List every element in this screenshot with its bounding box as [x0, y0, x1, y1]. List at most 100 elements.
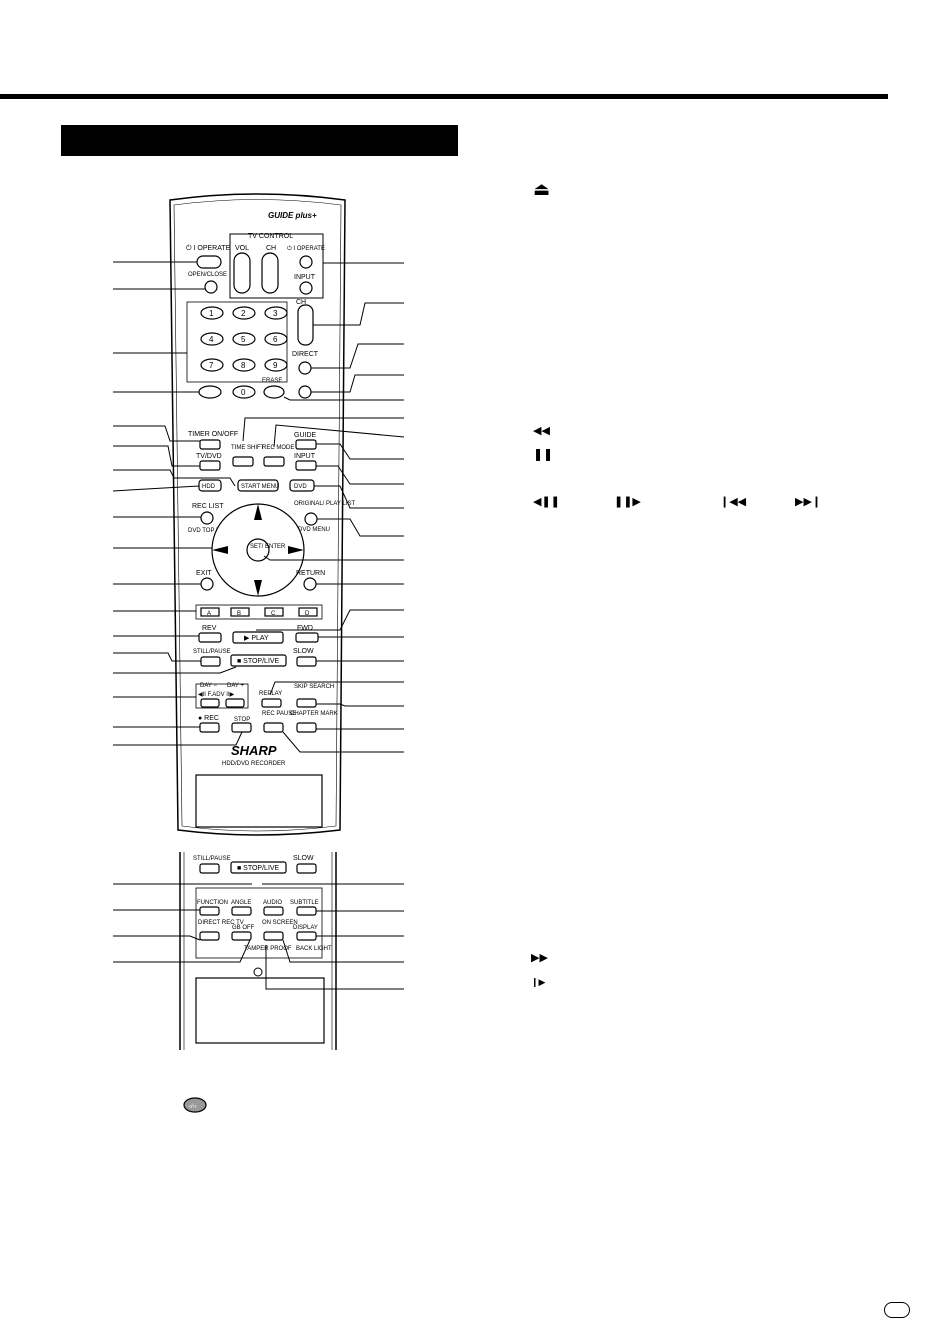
direct-rec-tv-button[interactable] — [199, 931, 220, 941]
svg-text:3: 3 — [273, 309, 278, 318]
original-play-list-button[interactable] — [304, 512, 318, 526]
svg-text:■ STOP/LIVE: ■ STOP/LIVE — [237, 865, 280, 872]
on-screen-label: ON SCREEN — [262, 920, 298, 926]
erase-button[interactable] — [263, 385, 285, 399]
function-label: FUNCTION — [197, 900, 228, 906]
digit-4-button[interactable] — [200, 332, 224, 346]
digit-5-button[interactable] — [232, 332, 256, 346]
toggle-button-illustration: ‹/›› — [183, 1097, 207, 1113]
original-play-list-label: ORIGINAL/ PLAY LIST — [294, 501, 355, 507]
digit-3-button[interactable] — [264, 306, 288, 320]
vol-label: VOL — [235, 245, 249, 252]
on-screen-button[interactable] — [263, 931, 284, 941]
audio-button[interactable] — [263, 906, 284, 916]
rec-stop-label: STOP — [234, 717, 250, 723]
skip-back-button[interactable] — [200, 698, 220, 708]
tv-operate-button[interactable] — [299, 255, 313, 269]
skip-search-label: SKIP SEARCH — [294, 684, 334, 690]
rec-stop-button[interactable] — [231, 722, 252, 733]
svg-text:9: 9 — [273, 361, 278, 370]
cursor-right-icon[interactable] — [288, 546, 304, 554]
angle-button[interactable] — [231, 906, 252, 916]
key-a-button[interactable] — [200, 607, 220, 617]
replay-button[interactable] — [261, 698, 282, 708]
return-button[interactable] — [303, 577, 317, 591]
digit-toggle-button[interactable] — [198, 385, 222, 399]
start-menu-button[interactable] — [237, 479, 279, 492]
cursor-up-icon[interactable] — [254, 504, 262, 520]
operate-button[interactable] — [196, 255, 222, 269]
skip-search-button[interactable] — [296, 698, 317, 708]
function-button[interactable] — [199, 906, 220, 916]
stop-live-button[interactable] — [230, 654, 287, 667]
hdd-button[interactable] — [198, 479, 222, 492]
gb-off-label: GB OFF — [232, 925, 255, 931]
cursor-down-icon[interactable] — [254, 580, 262, 596]
rec-list-button[interactable] — [200, 511, 214, 525]
key-d-button[interactable] — [298, 607, 318, 617]
exit-label: EXIT — [196, 570, 212, 577]
slow-label: SLOW — [293, 648, 314, 655]
svg-text:2: 2 — [241, 309, 246, 318]
inner-slow-button[interactable] — [296, 863, 317, 874]
rec-mode-label: REC MODE — [262, 445, 294, 451]
svg-text:B: B — [237, 611, 241, 617]
eject-icon: ⏏ — [533, 179, 551, 199]
slow-icon: ❙▶ — [531, 977, 546, 987]
cursor-left-icon[interactable] — [212, 546, 228, 554]
timer-on-off-button[interactable] — [199, 439, 221, 450]
gb-off-button[interactable] — [231, 931, 252, 941]
set-enter-button[interactable] — [246, 538, 270, 562]
language-badge — [884, 1302, 910, 1318]
time-shift-button[interactable] — [232, 456, 254, 467]
tv-ch-rocker[interactable] — [261, 252, 279, 294]
svg-text:▶ PLAY: ▶ PLAY — [244, 635, 269, 642]
open-close-button[interactable] — [204, 280, 218, 294]
guide-button[interactable] — [295, 439, 317, 450]
tv-dvd-button[interactable] — [199, 460, 221, 471]
inner-stop-live-button[interactable] — [230, 861, 287, 874]
skip-forward-button[interactable] — [225, 698, 245, 708]
dvd-top-menu-label: DVD TOP MENU — [188, 528, 234, 534]
tv-input-button[interactable] — [299, 281, 313, 295]
digit-9-button[interactable] — [264, 358, 288, 372]
tv-control-label: TV CONTROL — [248, 233, 293, 240]
rev-label: REV — [202, 625, 217, 632]
digit-2-button[interactable] — [232, 306, 256, 320]
digit-6-button[interactable] — [264, 332, 288, 346]
inner-slow-label: SLOW — [293, 855, 314, 862]
skip-back-icon: ❙◀◀ — [720, 496, 747, 508]
rec-mode-button[interactable] — [263, 456, 285, 467]
direct-button[interactable] — [298, 361, 312, 375]
rec-button[interactable] — [199, 722, 220, 733]
key-c-button[interactable] — [264, 607, 284, 617]
ch-rocker[interactable] — [297, 304, 314, 346]
erase-label: ERASE — [262, 378, 282, 384]
pause-icon: ❚❚ — [533, 447, 554, 461]
rec-pause-button[interactable] — [263, 722, 284, 733]
exit-button[interactable] — [200, 577, 214, 591]
f-adv-label: ◀II F.ADV II▶ — [198, 692, 235, 698]
svg-text:START MENU: START MENU — [241, 484, 279, 490]
svg-text:7: 7 — [209, 361, 214, 370]
inner-still-pause-button[interactable] — [199, 863, 220, 874]
key-b-button[interactable] — [230, 607, 250, 617]
svg-text:D: D — [305, 611, 310, 617]
play-button[interactable] — [232, 631, 284, 644]
rev-button[interactable] — [198, 632, 222, 643]
info-button[interactable] — [298, 385, 312, 399]
digit-1-button[interactable] — [200, 306, 224, 320]
input-button[interactable] — [295, 460, 317, 471]
fwd-button[interactable] — [295, 632, 319, 643]
chapter-mark-button[interactable] — [296, 722, 317, 733]
display-button[interactable] — [296, 931, 317, 941]
return-label: RETURN — [296, 570, 325, 577]
tv-vol-rocker[interactable] — [233, 252, 251, 294]
subtitle-button[interactable] — [296, 906, 317, 916]
digit-0-button[interactable] — [232, 385, 256, 399]
still-pause-button[interactable] — [200, 656, 221, 667]
digit-7-button[interactable] — [200, 358, 224, 372]
slow-button[interactable] — [296, 656, 317, 667]
digit-8-button[interactable] — [232, 358, 256, 372]
rewind-icon: ◀◀ — [533, 425, 550, 437]
